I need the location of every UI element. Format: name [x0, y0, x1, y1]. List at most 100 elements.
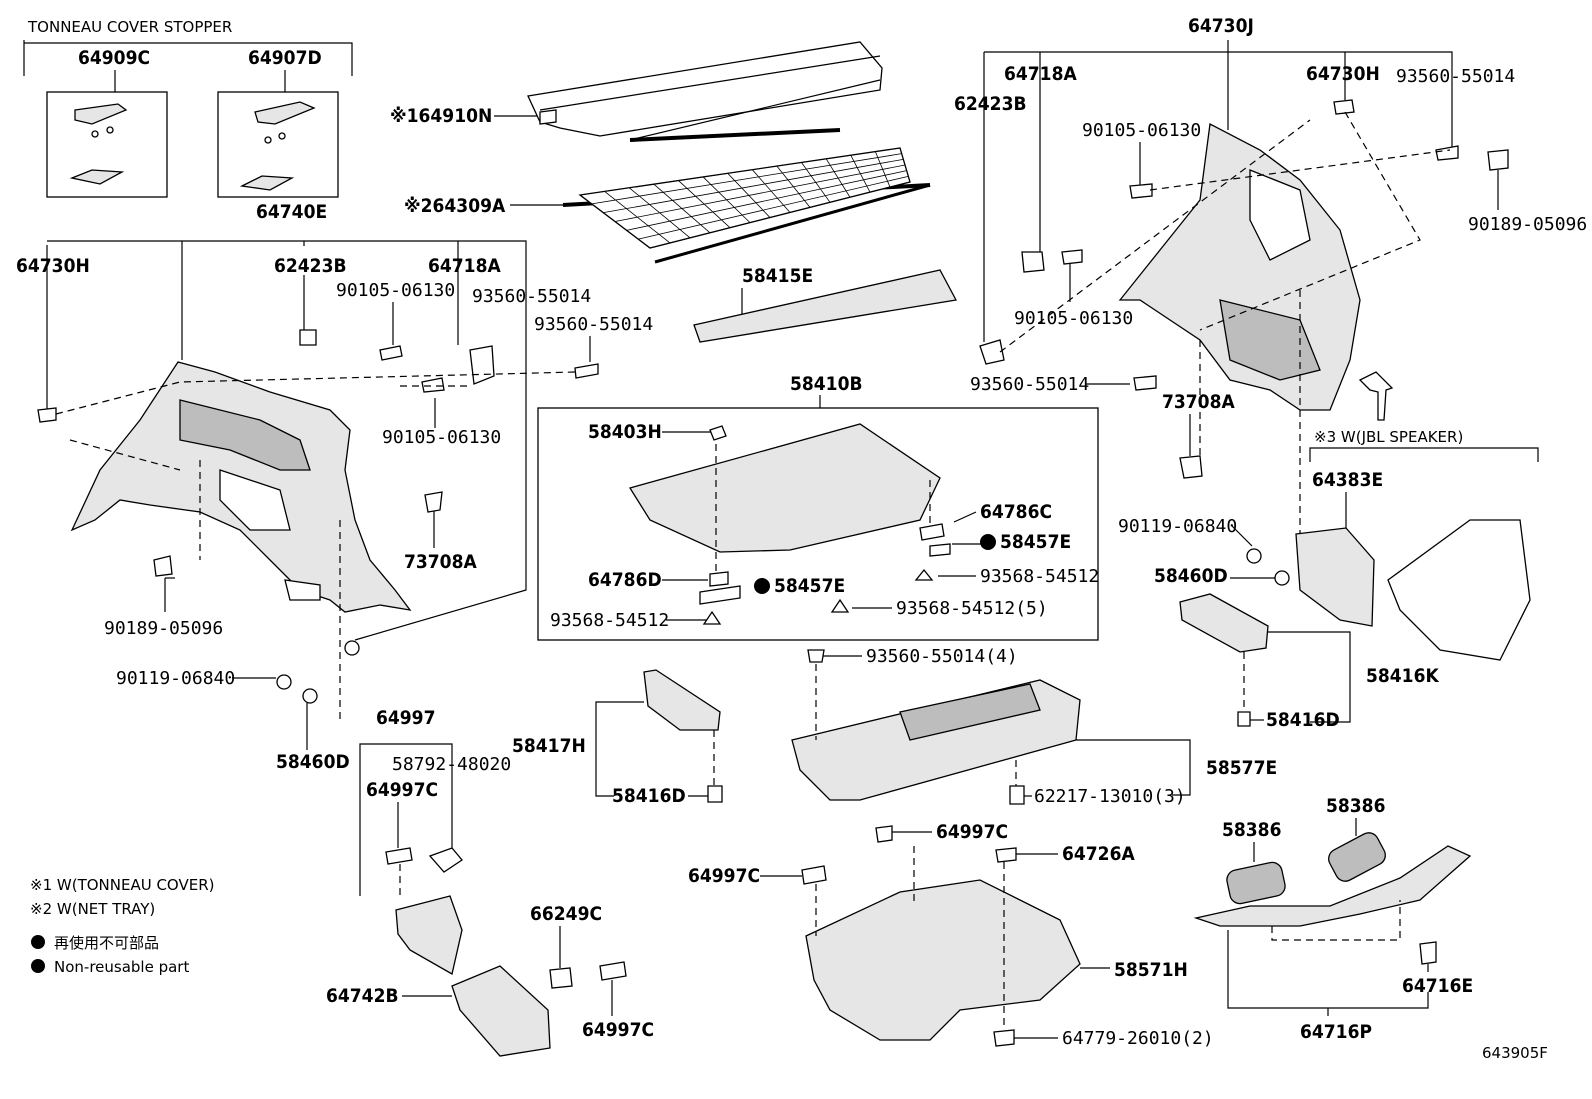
stopper-box-64907D: [217, 91, 339, 198]
clip-64730H-right: [1333, 99, 1355, 115]
label-58415E[interactable]: 58415E: [742, 265, 813, 287]
label-90189-05096-left[interactable]: 90189-05096: [104, 618, 223, 639]
label-64997C-c[interactable]: 64997C: [688, 865, 760, 887]
label-58416K[interactable]: 58416K: [1366, 665, 1439, 687]
clip-58457E-r: [929, 543, 951, 557]
label-73708A-left[interactable]: 73708A: [404, 551, 477, 573]
speaker-cover-64383E: [1295, 527, 1375, 627]
label-64997C-a[interactable]: 64997C: [366, 779, 438, 801]
clip-58460D-right: [1274, 570, 1290, 586]
label-64718A-right[interactable]: 64718A: [1004, 63, 1077, 85]
label-93560-55014-a[interactable]: 93560-55014: [472, 286, 591, 307]
label-90119-06840-right[interactable]: 90119-06840: [1118, 516, 1237, 537]
screw-90105-r2: [1061, 249, 1083, 265]
clip-64716E: [1419, 941, 1437, 965]
clip-64997C-d: [599, 961, 627, 981]
clip-64786D: [709, 571, 729, 587]
net-mesh: [579, 147, 911, 249]
label-90119-06840-left[interactable]: 90119-06840: [116, 668, 235, 689]
label-58386-left[interactable]: 58386: [1222, 819, 1281, 841]
screw-93560-right: [1435, 145, 1459, 161]
deck-board-58410B: [628, 423, 941, 553]
label-90189-05096-right[interactable]: 90189-05096: [1468, 214, 1587, 235]
screw-90119-left: [276, 674, 292, 690]
label-93568-54512-left[interactable]: 93568-54512: [550, 610, 669, 631]
label-73708A-right[interactable]: 73708A: [1162, 391, 1235, 413]
direction-arrow: [1358, 371, 1394, 421]
label-62423B-left[interactable]: 62423B: [274, 255, 347, 277]
clip-62423B-left: [299, 329, 317, 346]
label-90105-06130-a[interactable]: 90105-06130: [336, 280, 455, 301]
screw-93560-4: [807, 649, 825, 663]
label-58457E-right[interactable]: 58457E: [1000, 531, 1071, 553]
clip-66249C: [549, 967, 573, 989]
screw-90105-b: [421, 377, 445, 393]
label-58457E-left[interactable]: 58457E: [774, 575, 845, 597]
clip-64726A: [995, 847, 1017, 863]
clip-58416D-right: [1237, 711, 1251, 727]
label-64309A[interactable]: ※264309A: [404, 195, 506, 217]
label-64997[interactable]: 64997: [376, 707, 435, 729]
fastener-73708A-right: [1179, 455, 1203, 479]
label-64909C[interactable]: 64909C: [78, 47, 150, 69]
label-64786D[interactable]: 64786D: [588, 569, 662, 591]
screw-93560-r2: [1133, 375, 1157, 391]
clip-58457E-l: [699, 585, 741, 605]
label-58417H[interactable]: 58417H: [512, 735, 586, 757]
label-90105-06130-b[interactable]: 90105-06130: [382, 427, 501, 448]
label-64730H-right[interactable]: 64730H: [1306, 63, 1380, 85]
label-58571H[interactable]: 58571H: [1114, 959, 1188, 981]
label-64730H-left[interactable]: 64730H: [16, 255, 90, 277]
label-64726A[interactable]: 64726A: [1062, 843, 1135, 865]
label-58460D-right[interactable]: 58460D: [1154, 565, 1228, 587]
label-64730J[interactable]: 64730J: [1188, 15, 1254, 37]
label-58386-right[interactable]: 58386: [1326, 795, 1385, 817]
floor-trim-58577E: [791, 679, 1081, 801]
screw-93560-b: [574, 363, 599, 379]
label-58410B[interactable]: 58410B: [790, 373, 863, 395]
fastener-73708A-left: [424, 491, 443, 513]
label-64718A-left[interactable]: 64718A: [428, 255, 501, 277]
label-93560-55014-r2[interactable]: 93560-55014: [970, 374, 1089, 395]
label-64997C-d[interactable]: 64997C: [582, 1019, 654, 1041]
label-64716P[interactable]: 64716P: [1300, 1021, 1372, 1043]
clip-58416D-middle: [707, 785, 723, 803]
clip-90189-left: [153, 555, 173, 577]
label-62423B-right[interactable]: 62423B: [954, 93, 1027, 115]
clip-62423B-right: [979, 339, 1005, 365]
label-90105-06130-r1[interactable]: 90105-06130: [1082, 120, 1201, 141]
tray-58417H: [643, 669, 721, 731]
label-93560-55014-right[interactable]: 93560-55014: [1396, 66, 1515, 87]
label-64907D[interactable]: 64907D: [248, 47, 322, 69]
label-58416D-middle[interactable]: 58416D: [612, 785, 686, 807]
legend-note-1: ※1 W(TONNEAU COVER): [30, 876, 215, 894]
label-64997C-b[interactable]: 64997C: [936, 821, 1008, 843]
label-62217-13010[interactable]: 62217-13010(3): [1034, 786, 1186, 807]
label-58577E[interactable]: 58577E: [1206, 757, 1277, 779]
label-66249C[interactable]: 66249C: [530, 903, 602, 925]
screw-90105-r1: [1129, 183, 1153, 199]
label-58792-48020[interactable]: 58792-48020: [392, 754, 511, 775]
nonreusable-dot-58457E-l: [754, 578, 770, 594]
label-58460D-left[interactable]: 58460D: [276, 751, 350, 773]
label-90105-06130-r2[interactable]: 90105-06130: [1014, 308, 1133, 329]
bracket-64718A-left: [469, 345, 495, 385]
label-58416D-right[interactable]: 58416D: [1266, 709, 1340, 731]
label-58403H[interactable]: 58403H: [588, 421, 662, 443]
label-93560-55014-4[interactable]: 93560-55014(4): [866, 646, 1018, 667]
label-64786C[interactable]: 64786C: [980, 501, 1052, 523]
pad-58386-left: [1226, 861, 1286, 905]
label-93568-54512-5[interactable]: 93568-54512(5): [896, 598, 1048, 619]
label-64740E[interactable]: 64740E: [256, 201, 327, 223]
label-64910N[interactable]: ※164910N: [390, 105, 492, 127]
bracket-64997: [395, 895, 463, 975]
tray-58571H: [805, 879, 1081, 1041]
label-64716E[interactable]: 64716E: [1402, 975, 1473, 997]
label-93560-55014-b[interactable]: 93560-55014: [534, 314, 653, 335]
label-64383E[interactable]: 64383E: [1312, 469, 1383, 491]
sill-plate-64716P: [1193, 845, 1472, 927]
quarter-trim-right: [1118, 122, 1361, 411]
label-64779-26010[interactable]: 64779-26010(2): [1062, 1028, 1214, 1049]
label-64742B[interactable]: 64742B: [326, 985, 399, 1007]
label-93568-54512-right[interactable]: 93568-54512: [980, 566, 1099, 587]
